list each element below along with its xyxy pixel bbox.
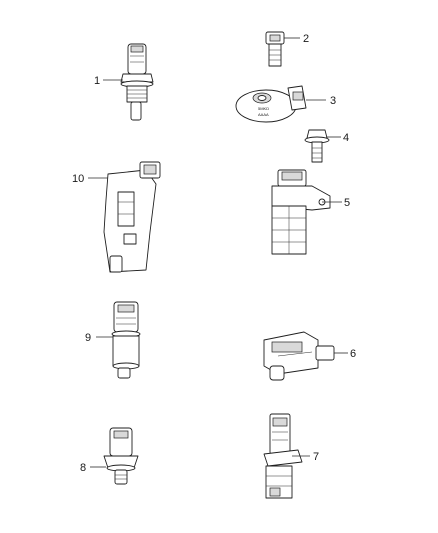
callout-9: 9 [85,332,91,344]
callout-8: 8 [80,462,86,474]
part-4-flange-bolt[interactable] [304,129,330,163]
part-7-speed-sensor[interactable] [263,413,303,499]
callout-3: 3 [330,95,336,107]
part-8-oil-pressure-switch[interactable] [103,427,139,485]
callout-1: 1 [94,75,100,87]
callout-4: 4 [343,132,349,144]
part-9-pressure-sensor[interactable] [111,301,141,379]
part-1-coolant-temp-sensor[interactable] [120,43,154,121]
part-10-position-sensor[interactable] [103,161,161,273]
knock-sensor-marking-a: 5MKD [258,106,269,111]
part-3-knock-sensor[interactable]: 5MKD AAAA [235,85,307,123]
callout-7: 7 [313,451,319,463]
part-6-map-sensor[interactable] [263,331,335,381]
part-5-crank-position-sensor[interactable] [271,169,331,255]
callout-5: 5 [344,197,350,209]
callout-10: 10 [72,173,84,185]
part-2-bolt[interactable] [265,31,285,67]
callout-2: 2 [303,33,309,45]
callout-6: 6 [350,348,356,360]
knock-sensor-marking-b: AAAA [258,112,269,117]
